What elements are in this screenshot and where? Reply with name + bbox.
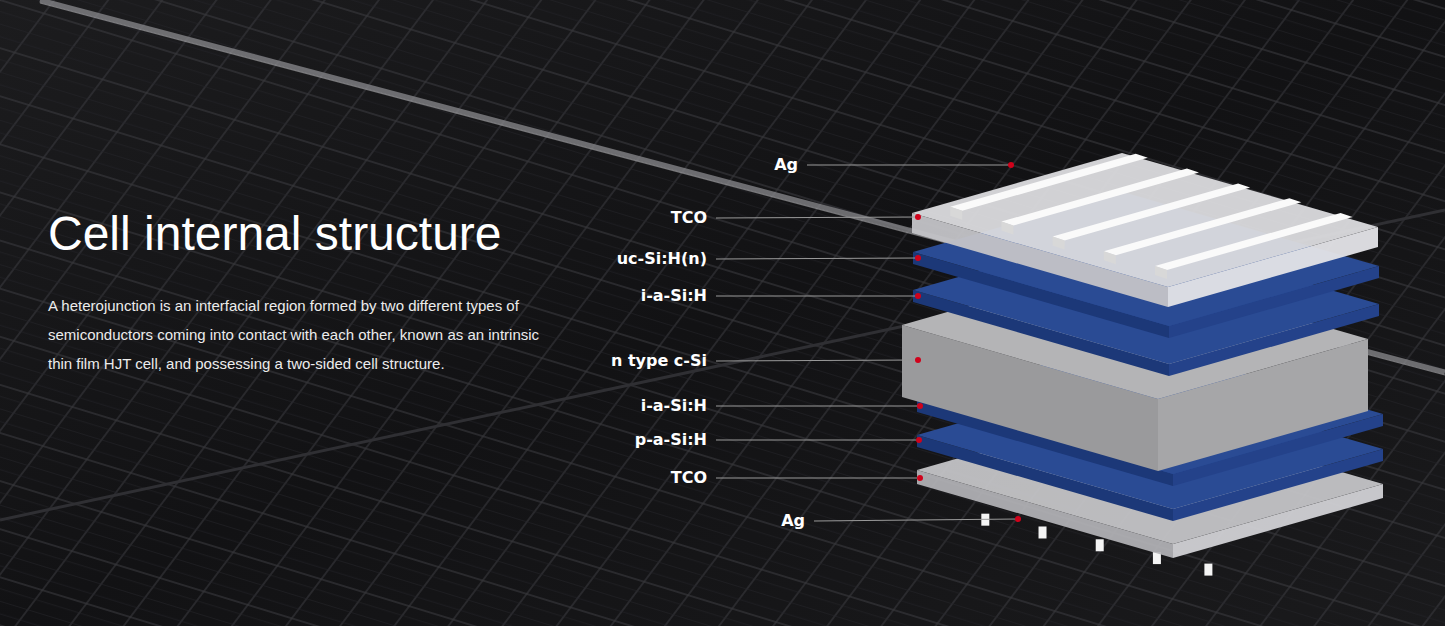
leader-dot	[915, 293, 921, 299]
leader-dot	[915, 255, 921, 261]
ag-finger	[1001, 222, 1013, 235]
slab-top	[912, 153, 1378, 287]
layer-label: Ag	[774, 155, 798, 175]
ag-finger	[1053, 236, 1065, 249]
leader-line	[814, 519, 1018, 521]
leader-dot	[1015, 516, 1021, 522]
ag-finger	[1104, 198, 1302, 255]
leader-dot	[917, 403, 923, 409]
leader-dot	[1008, 162, 1014, 168]
layer-label: TCO	[671, 208, 707, 228]
leader-line	[716, 406, 920, 407]
ag-contact	[1204, 564, 1212, 576]
ag-finger	[950, 154, 1148, 211]
leader-lines	[716, 162, 1021, 522]
leader-line	[716, 360, 918, 361]
layer-label: TCO	[671, 468, 707, 488]
ag-finger	[1155, 213, 1353, 270]
leader-line	[716, 296, 918, 297]
ag-finger	[1155, 266, 1167, 279]
layer-label: i-a-Si:H	[641, 396, 707, 416]
ag-finger	[950, 207, 962, 220]
layer-label: i-a-Si:H	[641, 286, 707, 306]
ag-finger	[1053, 183, 1251, 240]
layer-label: n type c-Si	[611, 351, 707, 371]
ag-contact	[1039, 526, 1047, 538]
leader-line	[716, 478, 920, 479]
layer-label: uc-Si:H(n)	[617, 249, 707, 269]
layer-label: Ag	[781, 511, 805, 531]
ag-finger	[1104, 251, 1116, 264]
tco-layer	[912, 153, 1378, 307]
ag-contact	[1096, 539, 1104, 551]
ag-finger	[1001, 169, 1199, 226]
description-text: A heterojunction is an interfacial regio…	[48, 291, 558, 378]
leader-dot	[916, 437, 922, 443]
leader-dot	[915, 357, 921, 363]
page-title: Cell internal structure	[48, 206, 502, 261]
leader-line	[807, 165, 1011, 166]
layer-label: p-a-Si:H	[635, 430, 707, 450]
leader-line	[716, 217, 918, 218]
leader-dot	[917, 475, 923, 481]
leader-dot	[915, 214, 921, 220]
leader-line	[716, 440, 919, 441]
leader-line	[716, 258, 918, 259]
